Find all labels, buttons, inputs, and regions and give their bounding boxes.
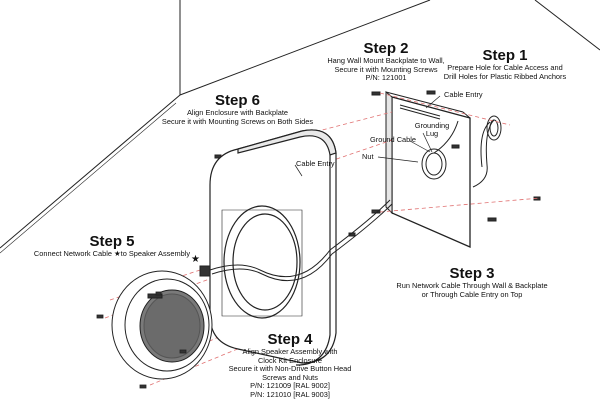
step-5: Step 5 Connect Network Cable ★to Speaker…	[32, 233, 192, 259]
cable-entry-backplate-label: Cable Entry	[444, 90, 483, 99]
step-2-line: Hang Wall Mount Backplate to Wall,	[327, 56, 445, 66]
step-2-title: Step 2	[363, 40, 409, 57]
nut-label: Nut	[362, 152, 374, 161]
speaker-assembly	[111, 270, 213, 380]
step-6-title: Step 6	[214, 92, 260, 109]
room-walls	[0, 0, 600, 254]
clock-kit-enclosure	[209, 129, 337, 366]
step-5-line: Connect Network Cable ★to Speaker Assemb…	[33, 249, 191, 259]
step-2: Step 2 Hang Wall Mount Backplate to Wall…	[316, 40, 456, 83]
star-marker-icon: ★	[191, 254, 200, 265]
step-6-line: Secure it with Mounting Screws on Both S…	[161, 116, 314, 126]
cable-entry-enclosure-label: Cable Entry	[296, 159, 335, 168]
grounding-lug-label-line: Grounding	[414, 121, 450, 130]
step-4-line: P/N: 121010 [RAL 9003]	[250, 389, 330, 399]
step-4-line: Clock Kit Enclosure	[257, 355, 323, 365]
callout-leaders	[294, 95, 441, 177]
step-4: Step 4 Align Speaker Assembly with Clock…	[225, 331, 355, 399]
step-4-title: Step 4	[267, 331, 313, 348]
step-4-line: Screws and Nuts	[262, 372, 318, 382]
step-6-line: Align Enclosure with Backplate	[186, 108, 289, 118]
step-1-line: Drill Holes for Plastic Ribbed Anchors	[443, 71, 567, 81]
step-3-line: or Through Cable Entry on Top	[421, 289, 523, 299]
step-3-title: Step 3	[449, 265, 495, 282]
step-5-title: Step 5	[89, 233, 135, 250]
step-3: Step 3 Run Network Cable Through Wall & …	[382, 265, 562, 299]
step-3-line: Run Network Cable Through Wall & Backpla…	[396, 281, 548, 291]
step-6: Step 6 Align Enclosure with Backplate Se…	[145, 92, 330, 126]
step-1-line: Prepare Hole for Cable Access and	[447, 63, 563, 73]
wall-cable-hole	[472, 115, 502, 188]
speaker-mounting-screws	[96, 291, 187, 389]
step-4-line: Secure it with Non-Drive Button Head	[228, 364, 352, 374]
step-1-title: Step 1	[482, 47, 528, 64]
wall-mount-backplate	[385, 90, 471, 248]
grounding-lug-label-line: Lug	[425, 129, 439, 139]
step-1: Step 1 Prepare Hole for Cable Access and…	[410, 47, 600, 81]
step-2-line: P/N: 121001	[365, 73, 407, 83]
step-2-line: Secure it with Mounting Screws	[334, 64, 438, 74]
network-cable	[199, 199, 393, 282]
step-4-line: Align Speaker Assembly with	[242, 347, 338, 357]
step-4-line: P/N: 121009 [RAL 9002]	[250, 381, 330, 391]
grounding-lug-label: Grounding Lug	[412, 121, 452, 139]
ground-cable-label: Ground Cable	[370, 135, 417, 144]
